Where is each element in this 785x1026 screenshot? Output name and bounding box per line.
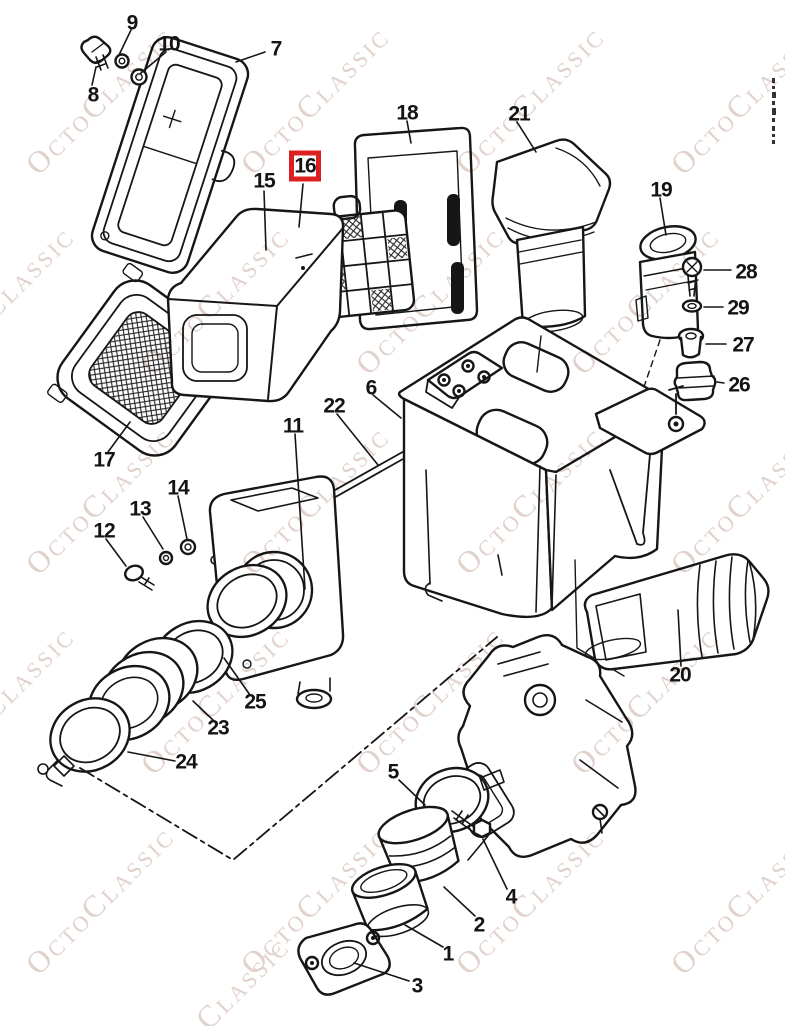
part-19-resonator-drawing	[633, 225, 700, 417]
part-label-6: 6	[365, 376, 378, 400]
part-label-1: 1	[442, 942, 455, 966]
part-4-bolt-drawing	[451, 810, 492, 839]
part-21-intake-duct-drawing	[491, 138, 612, 333]
part-label-28: 28	[735, 260, 757, 284]
part-label-21: 21	[508, 102, 530, 126]
part-label-4: 4	[505, 885, 518, 909]
assembly-datum-lines	[79, 335, 542, 861]
part-label-5: 5	[387, 760, 400, 784]
part-13-washer-drawing	[158, 550, 174, 566]
part-label-27: 27	[732, 333, 754, 357]
part-label-24: 24	[175, 750, 197, 774]
part-15-filter-element-drawing	[166, 207, 345, 403]
part-label-15: 15	[253, 169, 275, 193]
part-7-cover-drawing	[90, 35, 250, 275]
part-26-grommet-drawing	[673, 360, 717, 402]
part-label-23: 23	[207, 716, 229, 740]
part-label-2: 2	[473, 913, 486, 937]
part-label-17: 17	[93, 448, 115, 472]
part-10-washer-drawing	[130, 68, 148, 86]
part-label-12: 12	[93, 519, 115, 543]
part-14-washer-drawing	[179, 538, 197, 556]
part-20-outlet-duct-drawing	[574, 553, 770, 677]
part-label-3: 3	[411, 974, 424, 998]
part-label-8: 8	[87, 83, 100, 107]
part-label-11: 11	[282, 414, 304, 438]
part-label-10: 10	[158, 32, 180, 56]
part-8-bolt-drawing	[80, 35, 112, 71]
highlight-box-part-16[interactable]: 16	[289, 150, 321, 182]
part-24-clamp-ring-drawing	[37, 697, 131, 787]
air-cleaner-case-drawing	[397, 316, 706, 619]
part-label-18: 18	[396, 101, 418, 125]
part-label-29: 29	[727, 296, 749, 320]
part-label-16: 16	[294, 154, 316, 178]
part-label-20: 20	[669, 663, 691, 687]
part-label-13: 13	[129, 497, 151, 521]
part-label-19: 19	[650, 178, 672, 202]
part-label-25: 25	[244, 690, 266, 714]
part-29-washer-drawing	[681, 299, 703, 313]
part-label-9: 9	[126, 11, 139, 35]
part-12-bolt-drawing	[124, 564, 155, 591]
part-label-22: 22	[323, 394, 345, 418]
part-27-collar-drawing	[677, 327, 705, 359]
catalog-code-vertical	[772, 78, 776, 144]
part-label-14: 14	[167, 476, 189, 500]
part-label-7: 7	[270, 37, 283, 61]
part-label-26: 26	[728, 373, 750, 397]
part-28-bolt-drawing	[681, 256, 703, 297]
part-3-flange-drawing	[297, 922, 391, 996]
part-9-washer-drawing	[114, 53, 130, 69]
leader-lines	[91, 29, 732, 982]
part-1-joint-drawing	[350, 863, 430, 938]
part-23-bellows-drawing	[87, 636, 199, 742]
